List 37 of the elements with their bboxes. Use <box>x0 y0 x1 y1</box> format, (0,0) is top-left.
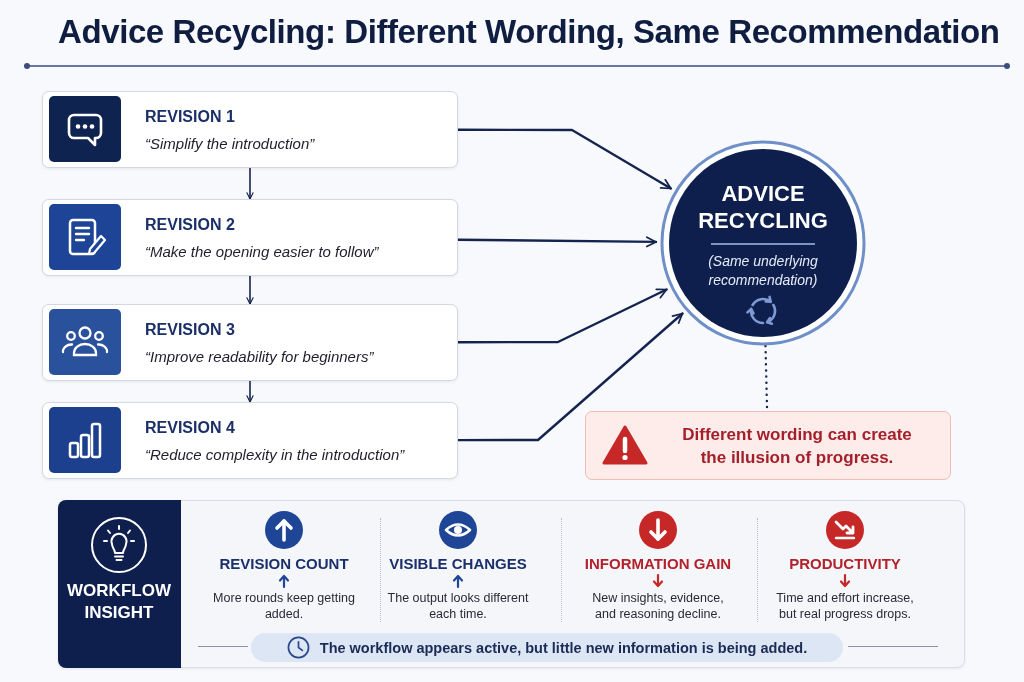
revision-card <box>42 402 458 479</box>
metric-heading: PRODUCTIVITY <box>789 555 901 572</box>
revision-title: REVISION 3 <box>145 320 235 339</box>
revision-quote: “Reduce complexity in the introduction” <box>145 445 405 463</box>
revision-card <box>42 91 458 168</box>
revision-quote: “Simplify the introduction” <box>145 134 315 152</box>
metric-description: Time and effort increase, but real progress drops. <box>775 590 915 622</box>
metric-description: The output looks different each time. <box>386 590 530 622</box>
arrow <box>456 236 658 248</box>
revision-card <box>42 304 458 381</box>
revision-title: REVISION 4 <box>145 418 235 437</box>
arrow <box>246 380 254 403</box>
hub-subtitle: (Same underlying recommendation) <box>707 251 819 290</box>
revision-quote: “Improve readability for beginners” <box>145 347 374 365</box>
metric-description: New insights, evidence, and reasoning decline. <box>591 590 725 622</box>
arrow <box>456 312 684 442</box>
insight-panel <box>58 500 965 668</box>
hub-title: ADVICE RECYCLING <box>697 180 829 234</box>
panel-heading: WORKFLOW INSIGHT <box>66 579 172 624</box>
arrow <box>246 275 254 305</box>
revision-card <box>42 199 458 276</box>
revision-title: REVISION 1 <box>145 107 235 126</box>
warning-box <box>585 411 951 480</box>
banner <box>251 633 843 662</box>
arrow <box>456 288 668 344</box>
banner-text: The workflow appears active, but little new information is being added. <box>319 639 808 656</box>
metric-heading: REVISION COUNT <box>219 555 349 572</box>
arrow <box>246 167 254 200</box>
metric-heading: VISIBLE CHANGES <box>389 555 527 572</box>
metric-heading: INFORMATION GAIN <box>584 555 732 572</box>
title: Advice Recycling: Different Wording, Same Recommendation <box>58 13 1000 51</box>
revision-title: REVISION 2 <box>145 215 235 234</box>
warning-text: Different wording can create the illusion of progress. <box>681 423 913 469</box>
hub-circle <box>660 140 866 346</box>
metric-description: More rounds keep getting added. <box>212 590 356 622</box>
arrow <box>456 128 673 190</box>
revision-quote: “Make the opening easier to follow” <box>145 242 379 260</box>
